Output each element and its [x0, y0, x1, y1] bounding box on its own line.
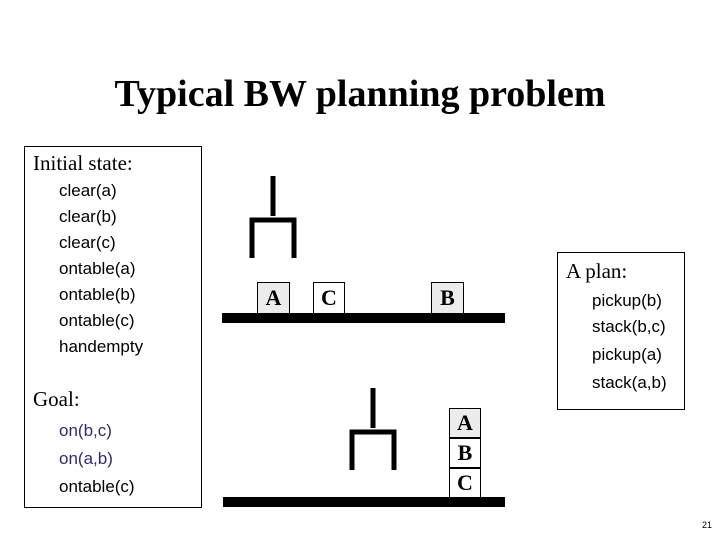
initial-predicate: handempty [59, 337, 144, 356]
initial-predicate: ontable(c) [59, 311, 135, 330]
block-a-initial: A [257, 282, 290, 314]
goal-predicate: on(a,b) [59, 449, 113, 468]
problem-box: Initial state: clear(a) clear(b) clear(c… [24, 146, 202, 508]
plan-heading: A plan: [566, 259, 628, 283]
plan-step: pickup(a) [592, 345, 662, 364]
initial-state-heading: Initial state: [33, 151, 133, 175]
plan-step: stack(b,c) [592, 317, 666, 336]
block-b-initial: B [431, 282, 464, 314]
robot-gripper-icon [249, 176, 297, 258]
block-c-goal: C [449, 468, 481, 498]
goal-predicate: on(b,c) [59, 421, 112, 440]
block-a-goal: A [449, 408, 481, 438]
plan-step: stack(a,b) [592, 373, 667, 392]
block-b-goal: B [449, 438, 481, 468]
initial-predicate: ontable(b) [59, 285, 136, 304]
initial-predicate: ontable(a) [59, 259, 136, 278]
robot-gripper-icon [349, 388, 397, 470]
initial-predicate: clear(b) [59, 207, 117, 226]
goal-predicate: ontable(c) [59, 477, 135, 496]
goal-heading: Goal: [33, 387, 80, 411]
initial-predicate: clear(c) [59, 233, 116, 252]
plan-step: pickup(b) [592, 291, 662, 310]
slide-title: Typical BW planning problem [114, 73, 606, 115]
table-initial [222, 313, 505, 323]
initial-predicate: clear(a) [59, 181, 117, 200]
block-c-initial: C [313, 282, 345, 314]
page-number: 21 [702, 520, 713, 530]
plan-box: A plan: pickup(b) stack(b,c) pickup(a) s… [557, 252, 685, 410]
table-goal [223, 497, 505, 507]
